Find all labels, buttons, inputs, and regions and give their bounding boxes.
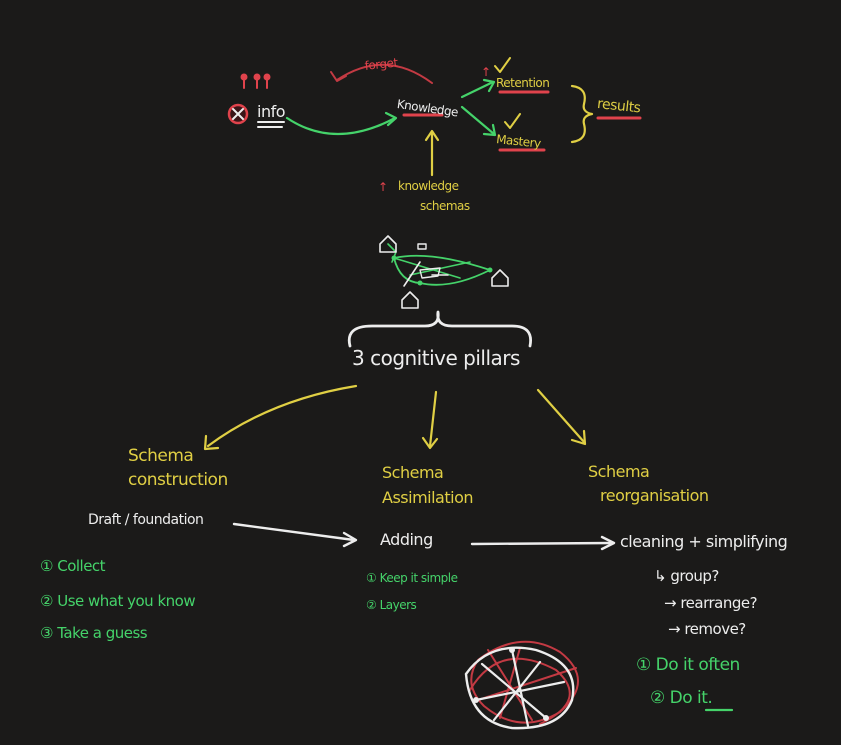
retention-label: Retention [496,76,550,90]
construction-subtitle: Draft / foundation [88,512,204,528]
construction-step: ① Collect [40,557,106,575]
pin-icons [240,73,271,89]
reorganisation-step: ② Do it. [650,688,713,708]
retention-up-marker: ↑ [481,65,491,79]
reorganisation-title-line2: reorganisation [600,486,709,505]
check-icon [494,57,511,73]
reorganisation-subitem: ↳ group? [654,567,719,585]
no-symbol-icon [227,103,249,125]
pillars-brace [347,310,532,348]
arrow-to-reorganisation [536,388,586,444]
reorganisation-subitem: → rearrange? [664,594,758,612]
tangled-schema-doodle [464,640,579,730]
knowledge-to-mastery-arrow [460,105,496,136]
check-icon [504,113,521,129]
schemas-up-marker: ↑ [378,180,388,194]
construction-step: ② Use what you know [40,592,196,610]
results-brace [570,84,594,144]
assimilation-title-line1: Schema [382,463,444,482]
assimilation-title-line2: Assimilation [382,488,474,507]
knowledge-schemas-line1: knowledge [398,179,459,193]
construction-title-line1: Schema [128,446,194,466]
reorganisation-subitem: → remove? [668,620,746,638]
reorganisation-subtitle: cleaning + simplifying [620,532,788,551]
info-to-knowledge-arrow [285,116,397,135]
reorganisation-step: ① Do it often [636,655,740,675]
knowledge-schemas-line2: schemas [420,199,470,213]
arrow-to-construction [206,384,358,448]
house-icon [401,291,419,309]
schema-network-diagram [379,235,509,309]
assimilation-step: ② Layers [366,598,417,612]
house-icon [491,269,509,287]
knowledge-to-retention-arrow [460,80,495,99]
info-underline [257,121,285,128]
house-icon [379,235,397,253]
cognitive-pillars-title: 3 cognitive pillars [352,346,520,370]
construction-title-line2: construction [128,470,228,490]
assimilation-step: ① Keep it simple [366,571,458,585]
info-label: info [257,102,286,121]
draft-to-adding-arrow [232,522,356,542]
forget-arrow [336,63,433,84]
assimilation-subtitle: Adding [380,530,433,549]
arrow-to-assimilation [428,390,438,448]
forget-arrowhead [330,71,347,82]
construction-step: ③ Take a guess [40,624,148,642]
adding-to-cleaning-arrow [470,541,614,546]
reorganisation-title-line1: Schema [588,462,650,481]
